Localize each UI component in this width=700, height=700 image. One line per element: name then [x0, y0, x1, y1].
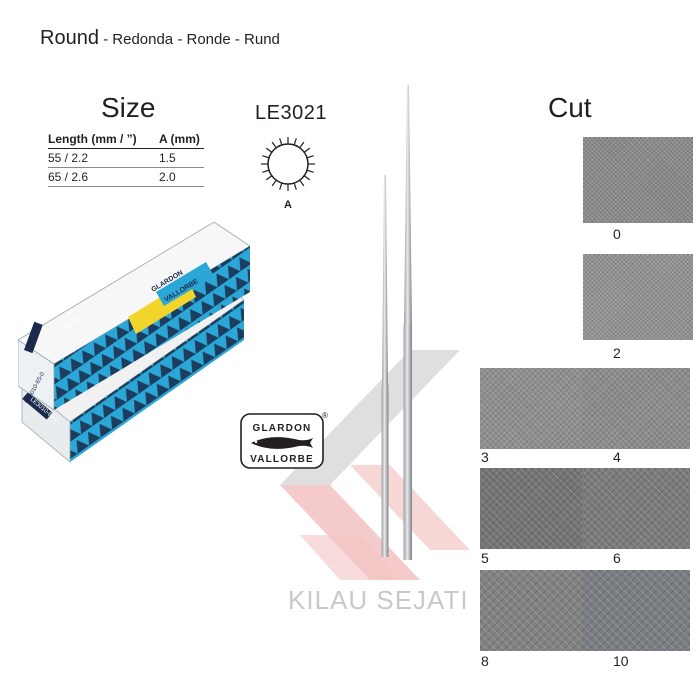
size-heading: Size: [101, 92, 156, 123]
cut-swatch: [582, 468, 690, 549]
needle-files-image: [381, 85, 412, 560]
front-box: GLARDON VALLORBE LE3010-65-0 LE3010-65-2: [18, 222, 250, 411]
watermark-text: KILAU SEJATI: [288, 585, 469, 615]
dimension-label: A: [284, 199, 292, 211]
logo-line2: VALLORBE: [250, 454, 314, 465]
logo-line1: GLARDON: [253, 423, 312, 434]
product-packaging-image: LE3010-65-0 GLARDON VALLORBE LE3010-65-0…: [18, 222, 250, 463]
cut-swatch-label: 0: [613, 226, 621, 242]
cut-swatch: [480, 468, 588, 549]
cell-length: 65 / 2.6: [48, 170, 89, 184]
cut-heading: Cut: [548, 92, 592, 123]
size-table-header: Length (mm / ”) A (mm): [48, 130, 204, 149]
round-file-cross-section-icon: [261, 137, 315, 191]
cut-swatch-label: 4: [613, 449, 621, 465]
cell-a: 2.0: [159, 170, 176, 184]
cell-a: 1.5: [159, 151, 176, 165]
title-translations: - Redonda - Ronde - Rund: [98, 31, 280, 48]
column-header-a: A (mm): [159, 132, 200, 146]
cut-swatch-label: 10: [613, 653, 629, 669]
cut-swatch: [480, 570, 588, 651]
cut-swatch: [582, 368, 690, 449]
column-header-length: Length (mm / ”): [48, 132, 137, 146]
title-main: Round: [40, 27, 99, 49]
cut-swatch-label: 8: [481, 653, 489, 669]
cut-swatch-label: 3: [481, 449, 489, 465]
table-row: 55 / 2.2 1.5: [48, 149, 204, 168]
cut-swatch: [583, 254, 693, 340]
size-table: Length (mm / ”) A (mm) 55 / 2.2 1.5 65 /…: [48, 130, 204, 187]
cell-length: 55 / 2.2: [48, 151, 89, 165]
table-row: 65 / 2.6 2.0: [48, 168, 204, 187]
cut-swatch: [480, 368, 588, 449]
cut-swatch: [583, 137, 693, 223]
glardon-vallorbe-logo: GLARDON VALLORBE ®: [240, 411, 328, 469]
registered-mark: ®: [322, 411, 328, 420]
cut-swatch-label: 2: [613, 345, 621, 361]
fish-icon: [251, 437, 313, 449]
cut-swatch-label: 5: [481, 550, 489, 566]
cut-swatch-label: 6: [613, 550, 621, 566]
page-title: Round - Redonda - Ronde - Rund: [40, 27, 280, 50]
cut-swatch: [582, 570, 690, 651]
profile-code: LE3021: [255, 102, 327, 124]
